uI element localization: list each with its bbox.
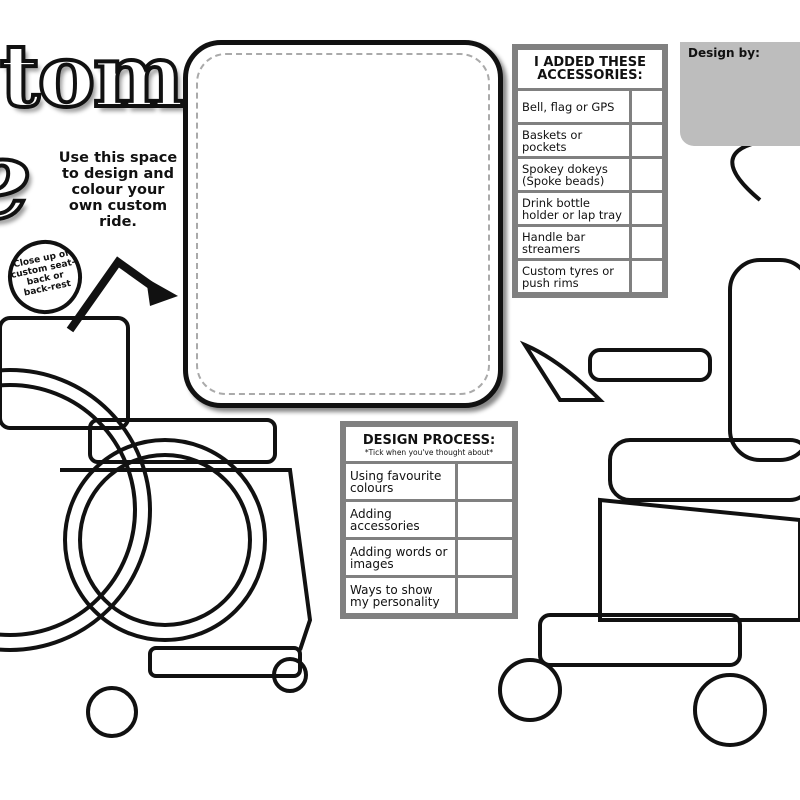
item-label: Baskets or pockets	[518, 125, 629, 156]
item-label: Spokey dokeys (Spoke beads)	[518, 159, 629, 190]
tick-box[interactable]	[632, 125, 662, 156]
design-process-checklist: DESIGN PROCESS:*Tick when you've thought…	[340, 421, 518, 619]
item-label: Handle bar streamers	[518, 227, 629, 258]
tick-box[interactable]	[458, 540, 512, 575]
power-wheelchair	[498, 138, 800, 747]
title-line-1: tom	[0, 26, 186, 127]
tick-box[interactable]	[458, 502, 512, 537]
design-by-field[interactable]: Design by:	[680, 42, 800, 146]
tick-box[interactable]	[632, 91, 662, 122]
accessories-heading: I ADDED THESE ACCESSORIES:	[518, 50, 662, 88]
checklist-row: Drink bottle holder or lap tray	[518, 193, 662, 224]
checklist-row: Spokey dokeys (Spoke beads)	[518, 159, 662, 190]
item-label: Bell, flag or GPS	[518, 91, 629, 122]
arrow-icon	[66, 256, 163, 333]
tick-box[interactable]	[632, 261, 662, 292]
manual-wheelchair	[0, 316, 313, 738]
process-heading: DESIGN PROCESS:	[362, 433, 496, 448]
item-label: Using favourite colours	[346, 464, 455, 499]
tick-box[interactable]	[632, 227, 662, 258]
design-canvas[interactable]	[183, 40, 503, 408]
tick-box[interactable]	[632, 193, 662, 224]
checklist-row: Bell, flag or GPS	[518, 91, 662, 122]
instructions: Use this space to design and colour your…	[58, 150, 178, 230]
process-subheading: *Tick when you've thought about*	[364, 448, 494, 457]
checklist-row: Baskets or pockets	[518, 125, 662, 156]
checklist-row: Handle bar streamers	[518, 227, 662, 258]
item-label: Ways to show my personality	[346, 578, 455, 613]
item-label: Drink bottle holder or lap tray	[518, 193, 629, 224]
design-by-label: Design by:	[688, 46, 760, 60]
checklist-row: Custom tyres or push rims	[518, 261, 662, 292]
tick-box[interactable]	[632, 159, 662, 190]
checklist-row: Using favourite colours	[346, 464, 512, 499]
title-line-2: e	[0, 123, 34, 237]
checklist-row: Adding words or images	[346, 540, 512, 575]
item-label: Custom tyres or push rims	[518, 261, 629, 292]
item-label: Adding words or images	[346, 540, 455, 575]
accessories-checklist: I ADDED THESE ACCESSORIES: Bell, flag or…	[512, 44, 668, 298]
tick-box[interactable]	[458, 578, 512, 613]
item-label: Adding accessories	[346, 502, 455, 537]
process-heading-box: DESIGN PROCESS:*Tick when you've thought…	[346, 427, 512, 461]
canvas-dashed-border	[196, 53, 490, 395]
tick-box[interactable]	[458, 464, 512, 499]
checklist-row: Ways to show my personality	[346, 578, 512, 613]
checklist-row: Adding accessories	[346, 502, 512, 537]
